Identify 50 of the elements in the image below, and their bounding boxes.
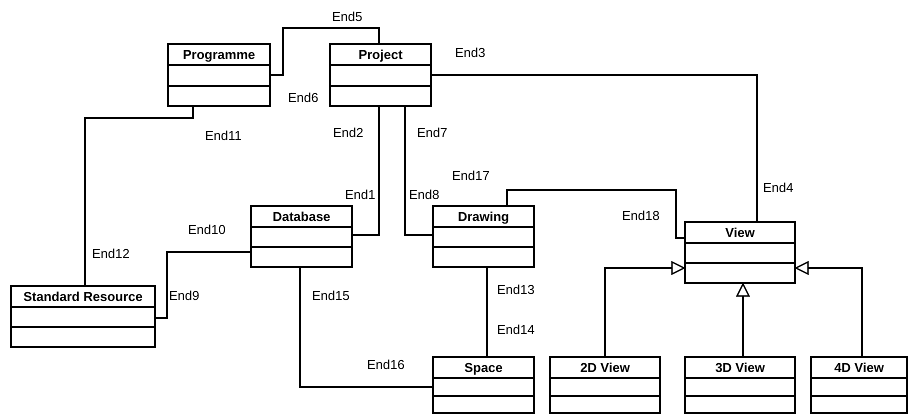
class-name: Project [358, 47, 403, 62]
class-name: Database [272, 209, 330, 224]
class-name: 4D View [834, 360, 884, 375]
association-end-label: End12 [92, 246, 130, 261]
class-box [250, 205, 353, 268]
generalization-arrow [736, 283, 750, 356]
class-box [684, 221, 796, 284]
class-name: 2D View [580, 360, 630, 375]
association-end-label: End18 [622, 208, 660, 223]
class-name: View [725, 225, 755, 240]
association-end-label: End4 [763, 180, 794, 195]
class-box [167, 43, 271, 107]
association-line [404, 107, 432, 236]
association-line [271, 27, 380, 76]
class-box [329, 43, 432, 107]
association-line [353, 107, 380, 236]
association-end-label: End9 [169, 288, 200, 303]
association-line [299, 268, 432, 388]
class-box [810, 356, 908, 414]
association-end-label: End3 [455, 45, 486, 60]
class-box [684, 356, 796, 414]
class-name: 3D View [715, 360, 765, 375]
association-end-label: End2 [333, 125, 364, 140]
association-line [432, 74, 758, 221]
association-end-label: End1 [345, 187, 376, 202]
class-box [432, 356, 535, 414]
association-line [84, 107, 194, 285]
class-name: Programme [182, 47, 256, 62]
class-name: Space [464, 360, 503, 375]
class-box [549, 356, 661, 414]
association-end-label: End6 [288, 90, 318, 105]
association-end-label: End5 [332, 9, 362, 24]
association-end-label: End17 [452, 168, 490, 183]
association-end-label: End14 [497, 322, 535, 337]
association-end-label: End11 [205, 128, 242, 143]
generalization-arrow [604, 261, 685, 356]
association-end-label: End15 [312, 288, 350, 303]
class-box [10, 285, 156, 348]
association-line [506, 189, 684, 239]
association-line [156, 251, 250, 319]
association-end-label: End10 [188, 222, 226, 237]
class-name: Standard Resource [23, 289, 143, 304]
association-end-label: End8 [409, 187, 440, 202]
association-end-label: End13 [497, 282, 535, 297]
association-end-label: End16 [367, 357, 405, 372]
association-line [486, 268, 488, 356]
generalization-arrow [795, 261, 863, 356]
class-name: Drawing [458, 209, 510, 224]
class-box [432, 205, 535, 268]
association-end-label: End7 [417, 125, 448, 140]
